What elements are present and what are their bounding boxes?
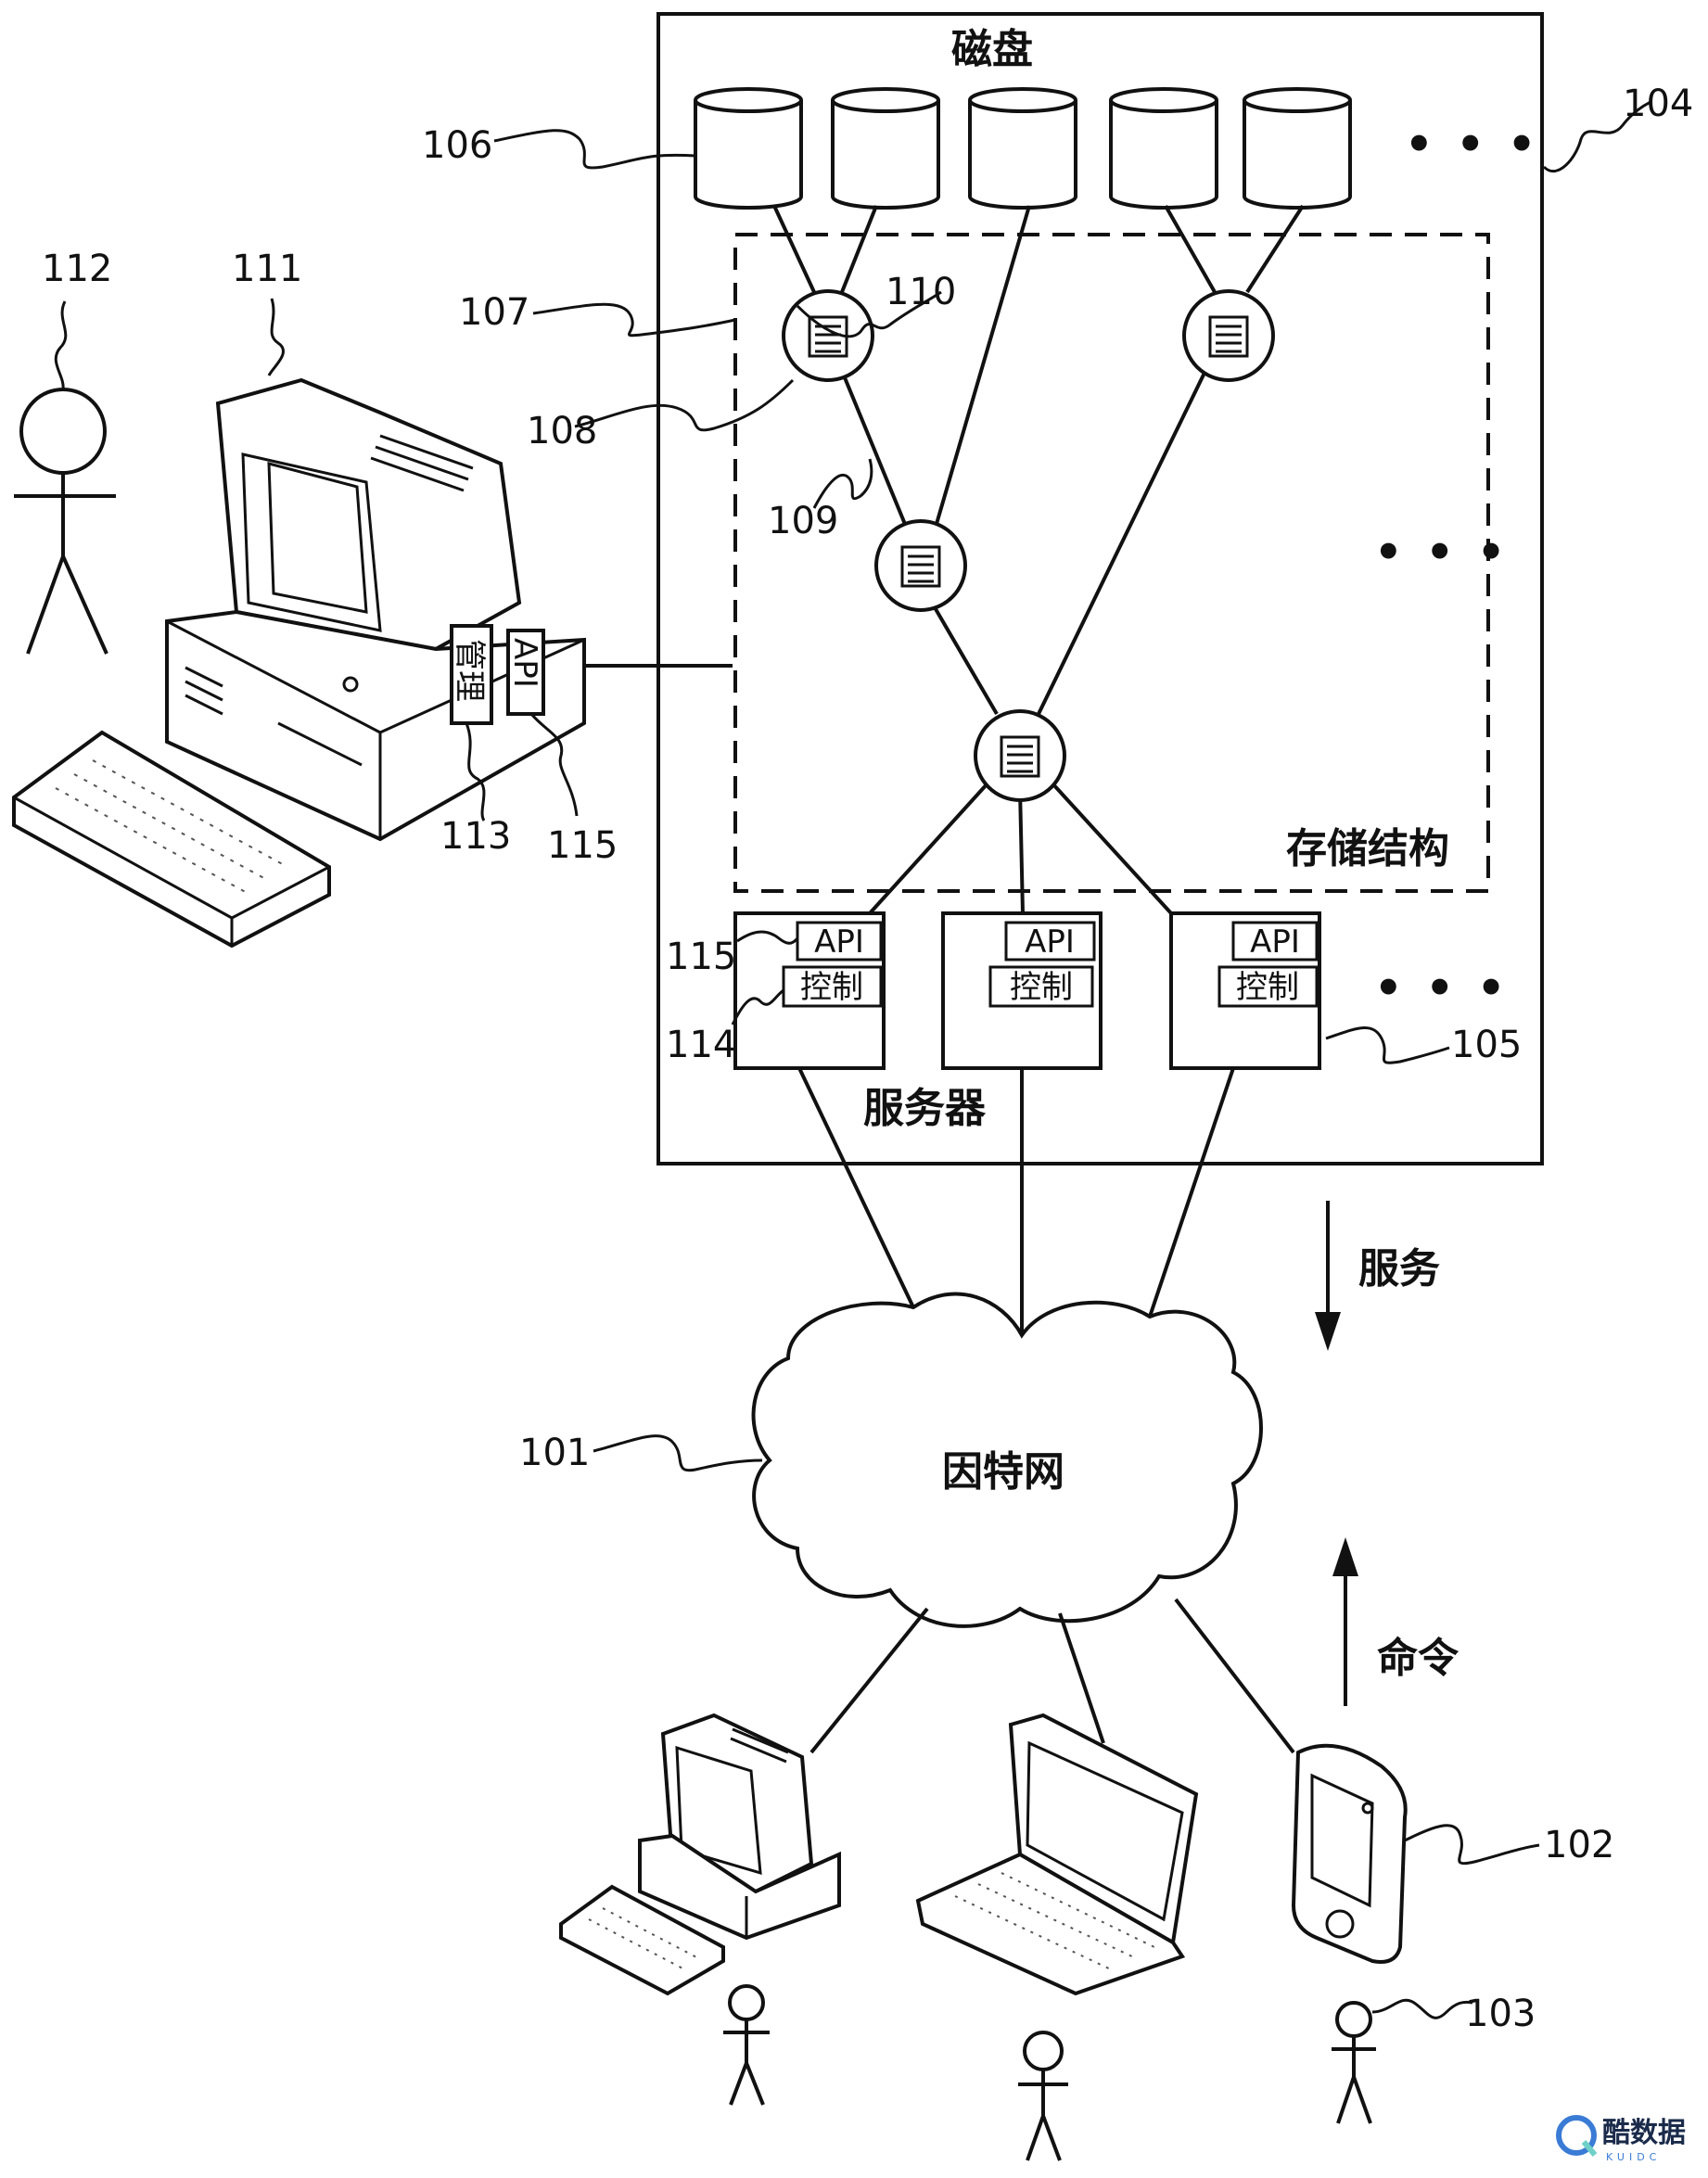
- reference-numerals: 106 104 107 110 108 109 112 111 113 115 …: [42, 83, 1693, 2035]
- command-arrow-icon: [1332, 1537, 1358, 1706]
- client-links: [809, 1598, 1295, 1754]
- server-2-control-box: [988, 965, 1094, 1008]
- disk-1-icon: [694, 87, 803, 210]
- ref-115-admin: 115: [547, 824, 618, 867]
- admin-user-icon: [14, 388, 116, 655]
- watermark-text: 酷数据: [1602, 2117, 1686, 2149]
- storage-fabric-label: 存储结构: [1286, 825, 1449, 872]
- server-1-control-label: 控制: [800, 969, 863, 1006]
- servers-label: 服务器: [863, 1085, 987, 1132]
- server-ellipsis: • • •: [1374, 962, 1509, 1014]
- server-2-control-label: 控制: [1010, 969, 1073, 1006]
- internet-links: [797, 1067, 1235, 1335]
- server-2-api-label: API: [1025, 923, 1075, 961]
- switch-node-4-icon: [974, 709, 1066, 802]
- server-3: API 控制: [1169, 911, 1321, 1070]
- ref-108: 108: [527, 410, 597, 452]
- service-arrow-icon: [1315, 1201, 1341, 1351]
- watermark-logo: 酷数据 KUIDC: [1556, 2115, 1686, 2163]
- client-user-3-icon: [1332, 2001, 1376, 2124]
- disk-2-icon: [831, 87, 940, 210]
- service-label: 服务: [1358, 1245, 1440, 1293]
- switch-node-3-icon: [874, 519, 967, 612]
- disk-5-icon: [1243, 87, 1352, 210]
- server-2-api-box: [1004, 921, 1096, 962]
- server-3-control-label: 控制: [1236, 969, 1299, 1006]
- ref-115-server: 115: [666, 936, 736, 978]
- ref-113: 113: [440, 815, 511, 858]
- client-mobile-icon: [1291, 1743, 1408, 1964]
- client-user-1-icon: [723, 1984, 770, 2106]
- switch-node-1-icon: [782, 289, 874, 382]
- manage-module: [450, 624, 493, 725]
- disk-ellipsis: • • •: [1405, 119, 1539, 171]
- admin-workstation-icon: [12, 377, 586, 949]
- disk-array: [694, 87, 1352, 210]
- ref-103: 103: [1465, 1993, 1536, 2035]
- leader-lines: [54, 100, 1651, 2019]
- fabric-ellipsis: • • •: [1374, 527, 1509, 579]
- ref-104: 104: [1623, 83, 1693, 125]
- ref-106: 106: [422, 124, 492, 167]
- disk-4-icon: [1109, 87, 1218, 210]
- client-desktop-icon: [559, 1713, 841, 1996]
- internet-cloud-icon: [751, 1292, 1263, 1628]
- server-1: API 控制: [733, 911, 886, 1070]
- ref-102: 102: [1544, 1824, 1614, 1866]
- internet-label: 因特网: [942, 1448, 1064, 1496]
- admin-api-module: [506, 629, 545, 716]
- client-laptop-icon: [915, 1713, 1199, 1996]
- client-user-2-icon: [1018, 2031, 1068, 2161]
- data-center-box: [656, 12, 1544, 1165]
- server-3-api-box: [1231, 921, 1319, 962]
- ref-110: 110: [886, 271, 956, 313]
- server-1-api-label: API: [814, 923, 864, 961]
- server-1-control-box: [782, 965, 883, 1008]
- server-3-control-box: [1217, 965, 1319, 1008]
- command-label: 命令: [1377, 1635, 1459, 1682]
- server-1-api-box: [796, 921, 883, 962]
- ref-101: 101: [519, 1432, 590, 1474]
- manage-label: 管理: [451, 639, 488, 702]
- ref-105: 105: [1451, 1024, 1522, 1066]
- ref-109: 109: [768, 500, 838, 542]
- ref-112: 112: [42, 248, 112, 290]
- ref-114: 114: [666, 1024, 736, 1066]
- server-2: API 控制: [941, 911, 1103, 1070]
- disk-3-icon: [968, 87, 1077, 210]
- ref-111: 111: [232, 248, 302, 290]
- ref-107: 107: [459, 291, 529, 334]
- switch-node-2-icon: [1182, 289, 1275, 382]
- watermark-subtext: KUIDC: [1606, 2151, 1661, 2163]
- disk-label: 磁盘: [951, 26, 1033, 73]
- admin-api-label: API: [506, 638, 543, 688]
- server-3-api-label: API: [1250, 923, 1300, 961]
